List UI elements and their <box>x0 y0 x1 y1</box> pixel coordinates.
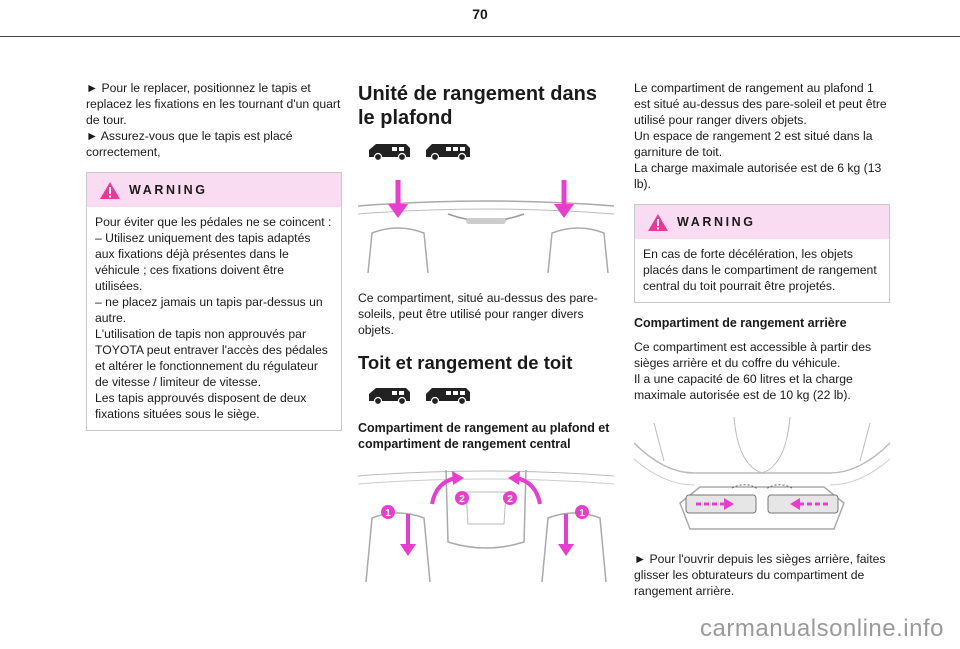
overhead-storage-illustration <box>358 180 614 274</box>
vehicle-icons <box>366 140 616 162</box>
warning-line: – ne placez jamais un tapis par-dessus u… <box>95 295 323 325</box>
callout-1-left: 1 <box>385 508 391 519</box>
subsection-heading: Compartiment de rangement au plafond et … <box>358 421 610 451</box>
section-heading: Unité de rangement dans le plafond <box>358 83 597 129</box>
warning-header: WARNING <box>87 173 341 207</box>
warning-line: Les tapis approuvés disposent de deux fi… <box>95 391 307 421</box>
illustration-caption: Ce compartiment, situé au-dessus des par… <box>358 291 598 337</box>
warning-title: WARNING <box>129 183 208 197</box>
warning-line: L'utilisation de tapis non approuvés par… <box>95 327 328 389</box>
header-rule <box>0 36 960 37</box>
warning-line: – Utilisez uniquement des tapis adaptés … <box>95 231 311 293</box>
callout-2-right: 2 <box>507 494 513 505</box>
body-line: Il a une capacité de 60 litres et la cha… <box>634 372 853 402</box>
warning-title: WARNING <box>677 215 756 229</box>
van-long-icon <box>426 388 470 406</box>
warning-line: Pour éviter que les pédales ne se coince… <box>95 215 332 229</box>
van-long-icon <box>426 144 470 162</box>
callout-1-right: 1 <box>579 508 585 519</box>
van-short-icon <box>369 388 410 406</box>
roof-storage-illustration: 1 2 2 1 <box>358 469 614 583</box>
van-short-icon <box>369 144 410 162</box>
footer-watermark: carmanualsonline.info <box>700 615 944 642</box>
body-line: Ce compartiment est accessible à partir … <box>634 340 872 370</box>
column-2: Unité de rangement dans le plafond Ce <box>358 80 616 590</box>
intro-line: ► Assurez-vous que le tapis est placé co… <box>86 129 293 159</box>
rear-storage-illustration <box>634 416 890 530</box>
warning-text: En cas de forte décélération, les objets… <box>643 247 877 293</box>
warning-box: WARNING Pour éviter que les pédales ne s… <box>86 172 342 431</box>
warning-triangle-icon <box>100 181 120 199</box>
body-line: Un espace de rangement 2 est situé dans … <box>634 129 873 159</box>
warning-body: Pour éviter que les pédales ne se coince… <box>87 207 341 430</box>
warning-triangle-icon <box>648 213 668 231</box>
column-1: ► Pour le replacer, positionnez le tapis… <box>86 80 342 431</box>
body-line: Le compartiment de rangement au plafond … <box>634 81 887 127</box>
intro-line: ► Pour le replacer, positionnez le tapis… <box>86 81 341 127</box>
vehicle-icons <box>366 384 616 406</box>
instruction-step: ► Pour l'ouvrir depuis les sièges arrièr… <box>634 552 886 598</box>
warning-body: En cas de forte décélération, les objets… <box>635 239 889 302</box>
callout-2-left: 2 <box>459 494 465 505</box>
warning-box: WARNING En cas de forte décélération, le… <box>634 204 890 303</box>
warning-header: WARNING <box>635 205 889 239</box>
page-number: 70 <box>472 6 488 22</box>
body-line: La charge maximale autorisée est de 6 kg… <box>634 161 882 191</box>
column-3: Le compartiment de rangement au plafond … <box>634 80 890 599</box>
section-heading: Toit et rangement de toit <box>358 352 573 373</box>
subsection-heading: Compartiment de rangement arrière <box>634 316 847 330</box>
